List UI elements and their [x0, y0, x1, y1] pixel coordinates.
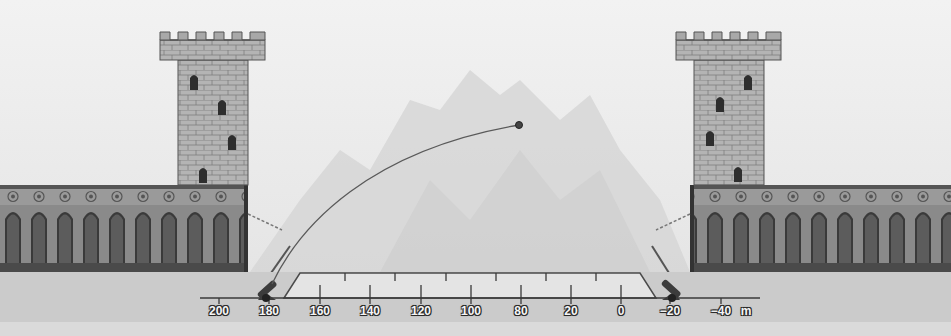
wall-arches: [690, 205, 951, 263]
wall-top: [690, 185, 951, 189]
tower-body: [694, 60, 764, 185]
wall-frieze: [0, 189, 248, 205]
scale-number: 140: [360, 304, 380, 318]
wall-arches: [0, 205, 248, 263]
tower-windows: [706, 75, 752, 182]
scale-number: 0: [618, 304, 625, 318]
ground-strip: [0, 322, 951, 336]
mountain-silhouette: [380, 150, 650, 272]
ground: [0, 272, 951, 322]
left-cannon: [257, 279, 278, 302]
tower-windows: [190, 75, 236, 183]
scale-ticks: [219, 273, 721, 304]
cannonball: [516, 122, 523, 129]
scale-number: 20: [564, 304, 577, 318]
tower-crown: [676, 40, 781, 60]
scale-number: −40: [711, 304, 731, 318]
wall-base: [0, 263, 248, 272]
right-castle: [652, 32, 951, 300]
cannon-wheel: [262, 294, 270, 302]
wall-base: [690, 263, 951, 272]
scale-number: 180: [259, 304, 279, 318]
scale-number: 200: [209, 304, 229, 318]
left-castle: [0, 32, 290, 300]
wall-frieze: [690, 189, 951, 205]
scale-number: 120: [411, 304, 431, 318]
mountain-silhouette: [250, 70, 690, 272]
scale-number: 160: [310, 304, 330, 318]
trajectory: [272, 125, 519, 284]
rope: [248, 214, 282, 230]
range-platform: [284, 273, 656, 298]
right-cannon: [661, 279, 682, 302]
battlements: [676, 32, 781, 40]
minor-ticks: [345, 273, 596, 281]
major-ticks: [219, 285, 721, 304]
unit-label: m: [741, 304, 752, 318]
tower-crown: [160, 40, 265, 60]
mountains: [250, 70, 690, 272]
cannon-wheel: [668, 294, 676, 302]
scale-number: 80: [514, 304, 527, 318]
rope: [656, 214, 690, 230]
scale-number: −20: [660, 304, 680, 318]
battlements: [160, 32, 265, 40]
scale-number: 100: [461, 304, 481, 318]
tower-body: [178, 60, 248, 185]
wall-top: [0, 185, 248, 189]
